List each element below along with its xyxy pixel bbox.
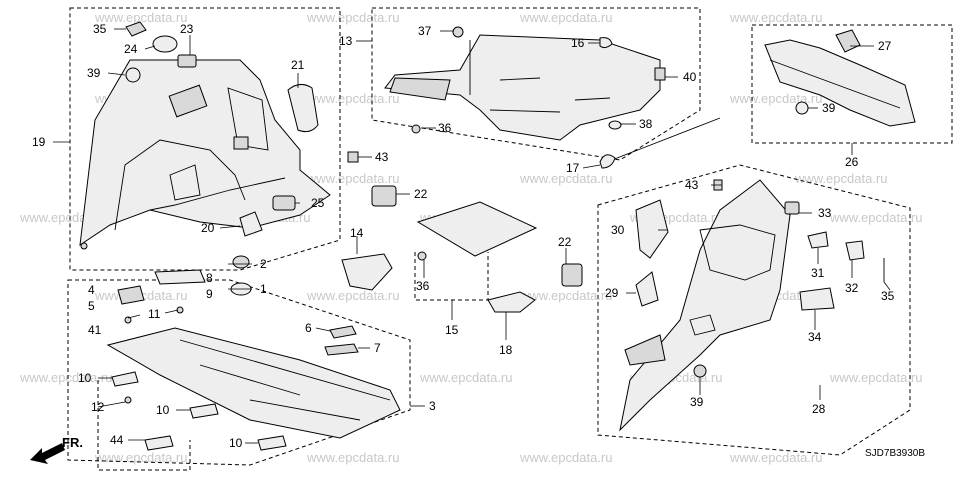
callout-33: 33	[818, 206, 832, 220]
callout-18: 18	[499, 343, 513, 357]
callout-8: 8	[206, 271, 213, 285]
group-boxes	[67, 7, 953, 471]
callout-11: 11	[148, 307, 161, 321]
callout-4: 4	[88, 283, 95, 297]
callout-36: 36	[438, 121, 452, 135]
callout-13: 13	[339, 34, 353, 48]
callout-39: 39	[87, 66, 101, 80]
group-box-12	[97, 380, 191, 471]
callout-39c: 39	[690, 395, 704, 409]
callout-27: 27	[878, 39, 892, 53]
watermark: www.epcdata.ru	[519, 10, 613, 25]
callouts: 19 35 23 24 39 21 25 20 13 37 16 40 36 3…	[32, 22, 895, 450]
part-26-upper-trim	[764, 29, 916, 127]
part-28-side-trim	[619, 179, 885, 432]
group-box-3	[67, 279, 411, 466]
callout-20: 20	[201, 221, 215, 235]
watermark: www.epcdata.ru	[19, 370, 113, 385]
callout-36b: 36	[416, 279, 430, 293]
watermark: www.epcdata.ru	[419, 370, 513, 385]
group-box-15	[414, 252, 489, 301]
callout-10b: 10	[156, 403, 170, 417]
group-box-19	[69, 7, 341, 271]
callout-24: 24	[124, 42, 138, 56]
callout-12: 12	[91, 400, 105, 414]
callout-23: 23	[180, 22, 194, 36]
callout-10: 10	[78, 371, 92, 385]
watermark: www.epcdata.ru	[519, 288, 613, 303]
watermark: www.epcdata.ru	[729, 10, 823, 25]
callout-14: 14	[350, 226, 364, 240]
diagram-code: SJD7B3930B	[865, 448, 925, 459]
callout-40: 40	[683, 70, 697, 84]
watermark: www.epcdata.ru	[306, 288, 400, 303]
callout-34: 34	[808, 330, 822, 344]
callout-2: 2	[260, 257, 267, 271]
part-13-floor-mat	[384, 26, 721, 169]
callout-31: 31	[811, 266, 825, 280]
group-box-13	[371, 7, 701, 161]
callout-28: 28	[812, 402, 826, 416]
callout-43b: 43	[685, 178, 699, 192]
callout-37: 37	[418, 24, 432, 38]
callout-43: 43	[375, 150, 389, 164]
callout-22b: 22	[558, 235, 572, 249]
callout-22: 22	[414, 187, 428, 201]
callout-38: 38	[639, 117, 653, 131]
group-box-28	[597, 164, 911, 456]
watermark: www.epcdata.ru	[519, 171, 613, 186]
callout-32: 32	[845, 281, 859, 295]
callout-7: 7	[374, 341, 381, 355]
callout-16: 16	[571, 36, 585, 50]
callout-5: 5	[88, 299, 95, 313]
callout-10c: 10	[229, 436, 243, 450]
watermark: www.epcdata.ru	[306, 10, 400, 25]
part-3-tonneau	[106, 255, 401, 451]
watermark: www.epcdata.ru	[794, 171, 888, 186]
callout-3: 3	[429, 399, 436, 413]
callout-39b: 39	[822, 101, 836, 115]
callout-21: 21	[291, 58, 305, 72]
watermark: www.epcdata.ru	[306, 171, 400, 186]
callout-44: 44	[110, 433, 124, 447]
callout-30: 30	[611, 223, 625, 237]
callout-17: 17	[566, 161, 580, 175]
callout-35b: 35	[881, 289, 895, 303]
watermark: www.epcdata.ru	[729, 91, 823, 106]
watermark: www.epcdata.ru	[729, 450, 823, 465]
part-19-side-trim	[79, 59, 331, 250]
watermark: www.epcdata.ru	[306, 450, 400, 465]
callout-9: 9	[206, 287, 213, 301]
watermark: www.epcdata.ru	[306, 91, 400, 106]
part-clips-top-left	[125, 21, 296, 237]
watermark: www.epcdata.ru	[829, 210, 923, 225]
callout-25: 25	[311, 196, 325, 210]
watermark: www.epcdata.ru	[519, 450, 613, 465]
front-label: FR.	[62, 435, 83, 450]
callout-19: 19	[32, 135, 46, 149]
callout-26: 26	[845, 155, 859, 169]
group-box-26	[751, 24, 953, 144]
callout-29: 29	[605, 286, 619, 300]
part-21-pad	[287, 84, 319, 133]
callout-35: 35	[93, 22, 107, 36]
leader-lines	[53, 28, 891, 444]
callout-1: 1	[260, 282, 267, 296]
front-arrow-icon	[30, 443, 65, 464]
watermark: www.epcdata.ru	[94, 10, 188, 25]
callout-41: 41	[88, 323, 102, 337]
callout-15: 15	[445, 323, 459, 337]
front-arrow: FR.	[30, 435, 83, 464]
callout-6: 6	[305, 321, 312, 335]
watermark: www.epcdata.ru	[829, 370, 923, 385]
